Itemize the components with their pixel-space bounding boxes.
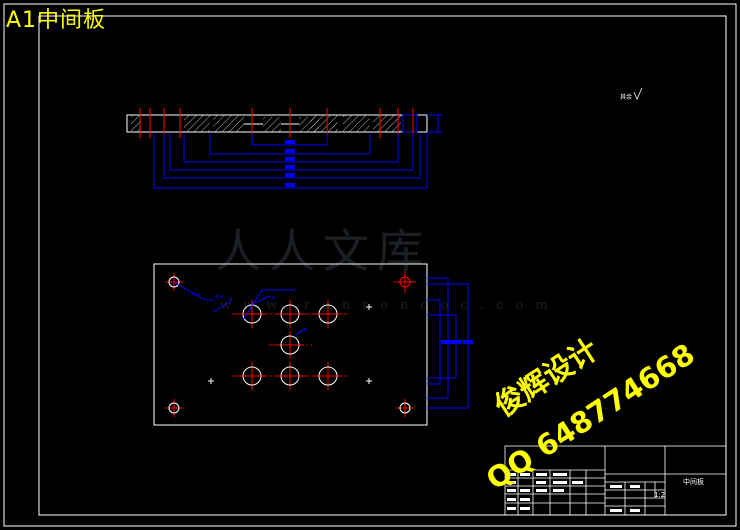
surface-finish-mark: 其余 [620,87,643,101]
scale: 1:2 [654,491,665,499]
svg-text:φ: φ [304,327,308,333]
plan-dimension-lines [171,277,469,409]
watermark-logo-text: 人人文库 [215,224,431,278]
section-dimension-lines [153,114,442,189]
screw-hole [399,402,411,414]
svg-text:4-φ: 4-φ [215,294,224,300]
watermark-url: www.renrendoc.com [220,298,560,313]
sheet-title: A1中间板 [6,8,107,33]
plan-callout-texts: 4-φ 4-φ φ φ φ [192,292,308,333]
svg-text:其余: 其余 [620,93,632,101]
inner-frame [38,15,727,516]
svg-text:4-φ: 4-φ [192,292,201,298]
screw-hole [168,276,180,288]
part-name: 中间板 [683,477,704,486]
plan-view [153,263,428,426]
screw-hole [168,402,180,414]
title-block [504,445,727,516]
svg-text:φ: φ [229,296,233,302]
svg-text:φ: φ [272,295,276,301]
plan-holes [165,271,416,417]
section-view [126,108,442,189]
screw-hole [399,276,411,288]
outer-border [3,3,737,527]
